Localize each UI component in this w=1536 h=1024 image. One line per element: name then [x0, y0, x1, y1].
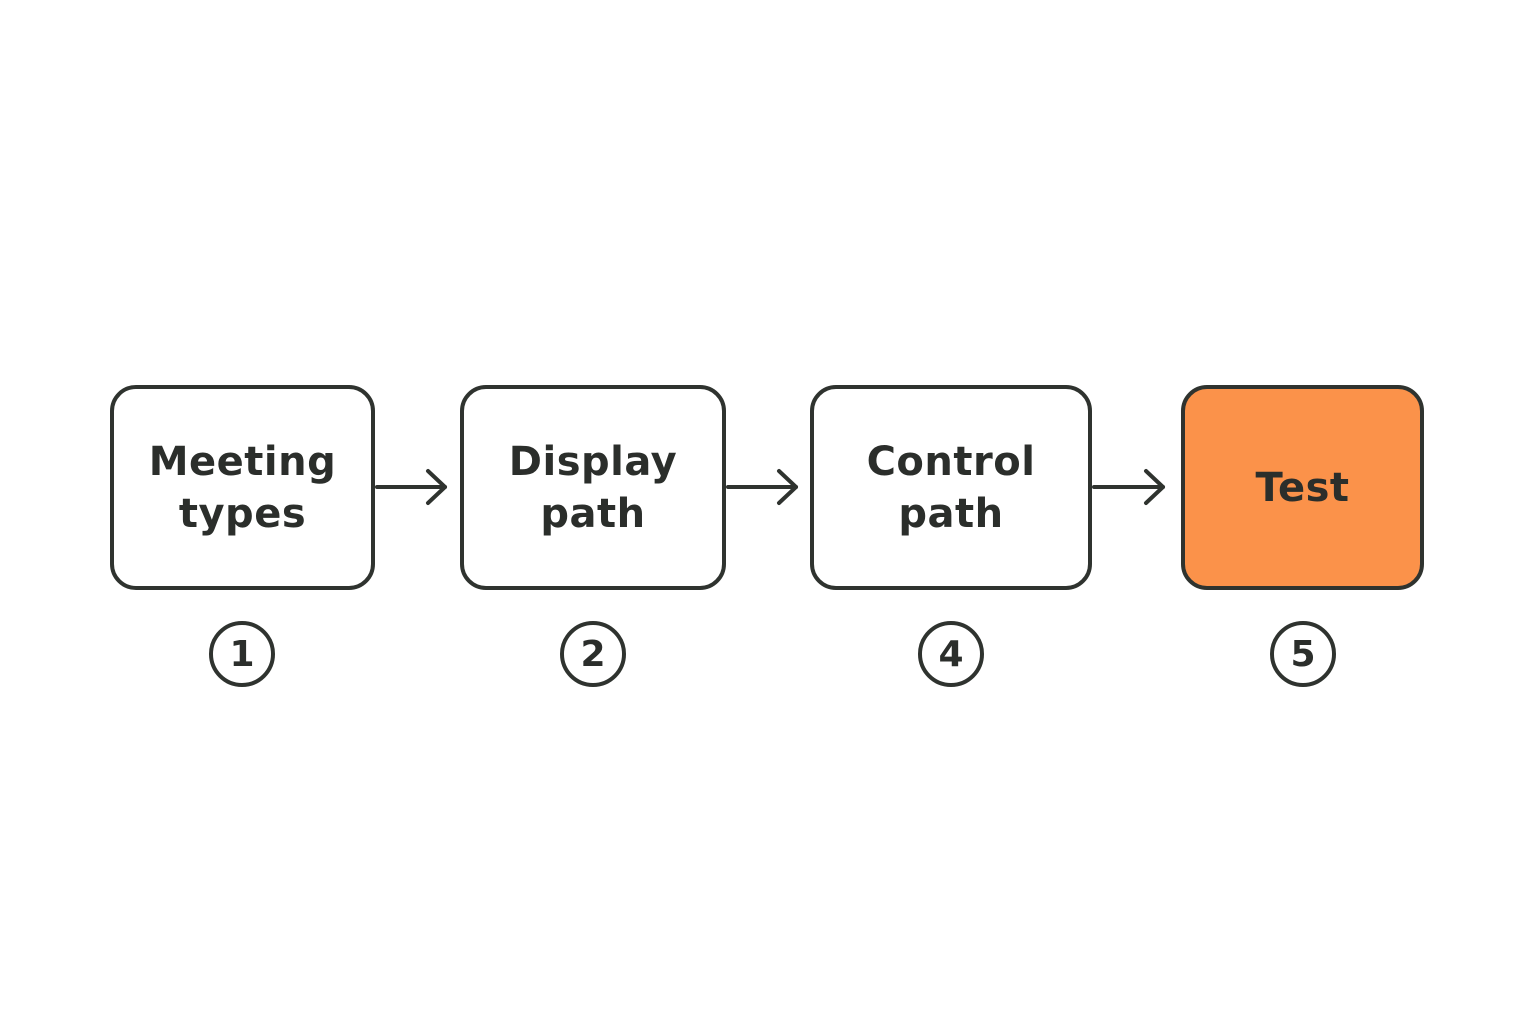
arrow-right-icon	[1092, 469, 1165, 505]
step-number-badge: 2	[560, 621, 626, 687]
step-number-badge: 1	[209, 621, 275, 687]
step-label: Control path	[866, 438, 1036, 537]
step-label: Test	[1255, 464, 1350, 511]
step-box-test: Test	[1181, 385, 1424, 590]
step-label: Meeting types	[148, 438, 337, 537]
step-box-display-path: Display path	[460, 385, 726, 590]
step-box-control-path: Control path	[810, 385, 1092, 590]
step-box-meeting-types: Meeting types	[110, 385, 375, 590]
step-label: Display path	[508, 438, 678, 537]
step-number-badge: 5	[1270, 621, 1336, 687]
step-number-badge: 4	[918, 621, 984, 687]
arrow-right-icon	[375, 469, 447, 505]
arrow-right-icon	[726, 469, 798, 505]
